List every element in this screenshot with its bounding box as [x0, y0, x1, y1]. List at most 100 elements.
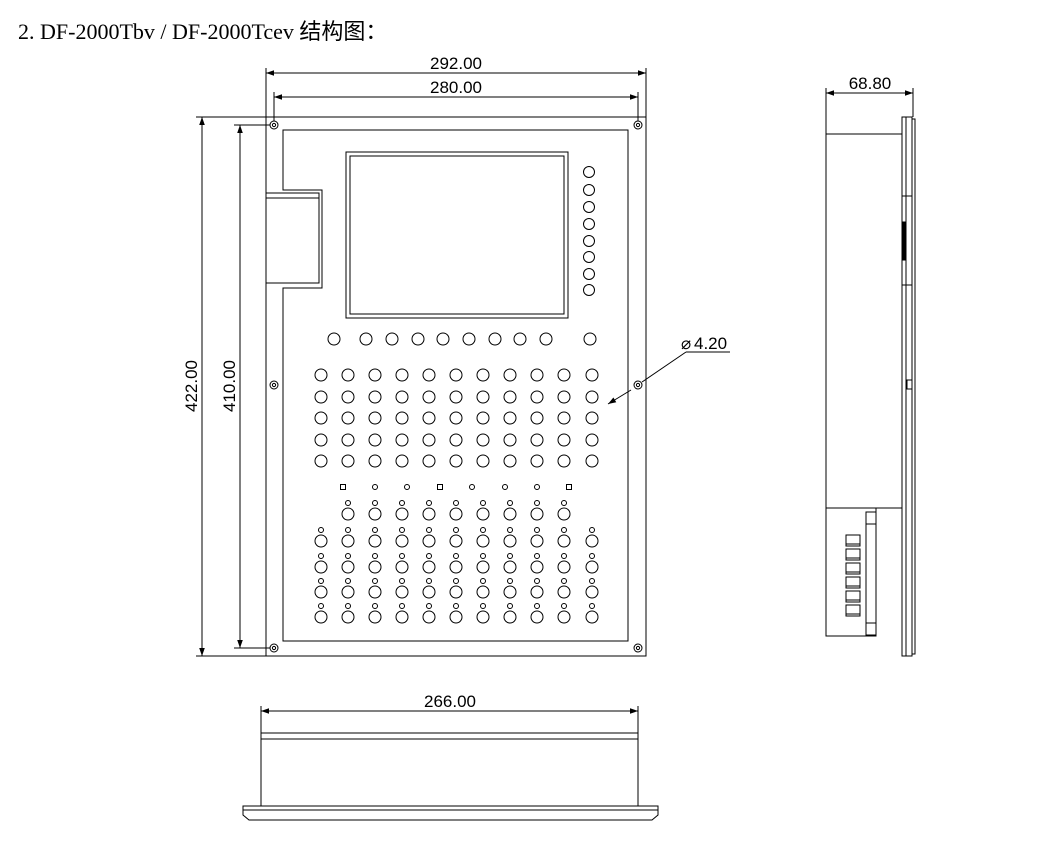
- key-hole: [476, 411, 490, 425]
- key-hole: [341, 368, 355, 382]
- terminal-block: [845, 590, 861, 603]
- key-hole: [314, 560, 328, 574]
- key-hole: [476, 368, 490, 382]
- led-dot: [534, 578, 540, 584]
- key-hole: [422, 610, 436, 624]
- key-hole: [368, 454, 382, 468]
- front-view: [265, 116, 647, 657]
- led-dot: [399, 578, 405, 584]
- key-hole: [449, 585, 463, 599]
- key-hole: [449, 560, 463, 574]
- key-hole: [503, 534, 517, 548]
- key-hole: [341, 560, 355, 574]
- led-dot: [372, 603, 378, 609]
- dim-label-outer-height: 422.00: [182, 360, 201, 412]
- key-hole: [530, 507, 544, 521]
- key-hole: [395, 411, 409, 425]
- key-hole: [395, 433, 409, 447]
- mounting-screw: [633, 643, 643, 653]
- key-hole: [368, 610, 382, 624]
- key-hole: [314, 411, 328, 425]
- led-dot: [453, 527, 459, 533]
- led-dot: [318, 578, 324, 584]
- dim-label-bottom-width: 266.00: [424, 692, 476, 711]
- key-hole: [476, 433, 490, 447]
- key-hole: [449, 368, 463, 382]
- indicator-dot: [502, 484, 508, 490]
- led-hole: [583, 284, 595, 296]
- led-dot: [561, 500, 567, 506]
- led-dot: [507, 527, 513, 533]
- key-hole: [585, 560, 599, 574]
- led-dot: [480, 578, 486, 584]
- key-hole: [476, 454, 490, 468]
- led-dot: [534, 527, 540, 533]
- bottom-view: [242, 706, 659, 821]
- led-dot: [426, 603, 432, 609]
- key-hole: [557, 585, 571, 599]
- key-hole: [341, 433, 355, 447]
- led-dot: [426, 500, 432, 506]
- key-hole: [395, 390, 409, 404]
- key-hole: [503, 454, 517, 468]
- key-hole: [530, 411, 544, 425]
- key-hole: [503, 585, 517, 599]
- led-dot: [318, 553, 324, 559]
- diameter-icon: ⌀: [681, 334, 691, 353]
- side-connector-housing: [825, 507, 877, 637]
- function-key-hole: [583, 332, 597, 346]
- side-view: [825, 116, 916, 657]
- key-hole: [585, 610, 599, 624]
- side-dimensions: [825, 88, 914, 134]
- dim-label-depth: 68.80: [849, 74, 892, 93]
- led-dot: [589, 553, 595, 559]
- key-hole: [368, 560, 382, 574]
- key-hole: [557, 610, 571, 624]
- led-hole: [583, 251, 595, 263]
- mounting-screw: [269, 643, 279, 653]
- led-dot: [453, 578, 459, 584]
- key-hole: [476, 534, 490, 548]
- key-hole: [368, 534, 382, 548]
- front-dimension-labels: 292.00 280.00 422.00 410.00 ⌀ 4.20: [182, 54, 727, 412]
- front-dimensions: [196, 68, 730, 657]
- key-hole: [503, 433, 517, 447]
- key-hole: [341, 610, 355, 624]
- terminal-block: [845, 576, 861, 589]
- led-dot: [561, 578, 567, 584]
- key-hole: [503, 390, 517, 404]
- led-dot: [534, 500, 540, 506]
- led-dot: [345, 603, 351, 609]
- indicator-dot: [469, 484, 475, 490]
- led-dot: [426, 578, 432, 584]
- key-hole: [314, 454, 328, 468]
- mounting-screw: [633, 380, 643, 390]
- key-hole: [557, 454, 571, 468]
- indicator-dot: [372, 484, 378, 490]
- led-hole: [583, 166, 595, 178]
- key-hole: [422, 585, 436, 599]
- led-dot: [589, 603, 595, 609]
- dim-label-outer-width: 292.00: [430, 54, 482, 73]
- led-dot: [426, 527, 432, 533]
- led-dot: [399, 527, 405, 533]
- led-dot: [507, 603, 513, 609]
- led-dot: [507, 553, 513, 559]
- dim-label-inner-width: 280.00: [430, 78, 482, 97]
- key-hole: [585, 368, 599, 382]
- terminal-block: [845, 604, 861, 617]
- indicator-square: [437, 484, 443, 490]
- key-hole: [476, 390, 490, 404]
- front-inner-panel: [282, 129, 629, 642]
- key-hole: [585, 454, 599, 468]
- key-hole: [530, 534, 544, 548]
- led-dot: [507, 578, 513, 584]
- key-hole: [368, 368, 382, 382]
- function-key-hole: [436, 332, 450, 346]
- key-hole: [530, 454, 544, 468]
- indicator-dot: [534, 484, 540, 490]
- key-hole: [422, 507, 436, 521]
- key-hole: [368, 507, 382, 521]
- key-hole: [341, 507, 355, 521]
